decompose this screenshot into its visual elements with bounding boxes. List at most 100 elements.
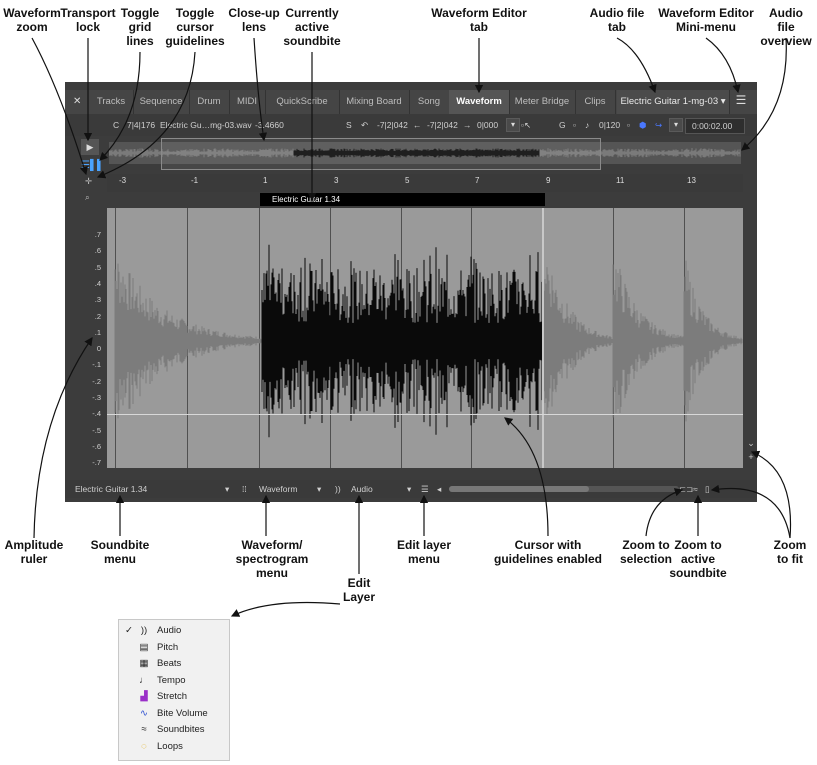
cursor-tool-icon[interactable]: ▫↖ xyxy=(521,120,532,130)
cursor-guidelines-toggle-icon[interactable]: ✛ xyxy=(85,176,93,186)
menu-item-label: Beats xyxy=(157,658,182,669)
chevron-down-icon[interactable]: ▾ xyxy=(407,484,412,494)
ruler-tick: 7 xyxy=(475,176,480,185)
callout-editor-tab: Waveform Editor tab xyxy=(431,6,527,34)
menu-item-pitch[interactable]: ▤ Pitch xyxy=(119,640,229,656)
tab-mixing-board[interactable]: Mixing Board xyxy=(339,90,410,114)
menu-item-tempo[interactable]: ♩ Tempo xyxy=(119,673,229,689)
grid-menu-icon[interactable]: ▾ xyxy=(669,118,683,132)
transport-lock-button[interactable]: ▶ xyxy=(81,139,99,155)
selection-start[interactable]: -7|2|042 xyxy=(377,120,408,130)
check-icon: ✓ xyxy=(125,625,133,636)
zoom-to-selection-icon[interactable]: ⊏⊐ xyxy=(679,484,694,494)
callout-closeup-lens: Close-up lens xyxy=(228,6,280,34)
zoom-out-icon[interactable]: ⌄ xyxy=(747,438,755,448)
beats-icon: ▦ xyxy=(139,658,149,669)
tab-quickscribe[interactable]: QuickScribe xyxy=(265,90,340,114)
waveform-view-icon: ⁞⁞ xyxy=(242,484,247,494)
callout-wave-spec-menu: Waveform/ spectrogram menu xyxy=(235,538,309,580)
audio-file-overview[interactable] xyxy=(108,142,741,164)
stretch-icon: ▟ xyxy=(140,691,148,702)
tab-waveform[interactable]: Waveform xyxy=(449,90,510,114)
amplitude-tick-label: -.5 xyxy=(92,425,101,435)
scroll-left-icon[interactable]: ◂ xyxy=(437,484,442,494)
zoom-to-active-soundbite-icon[interactable]: ≈ xyxy=(693,484,698,494)
tab-drum[interactable]: Drum xyxy=(189,90,230,114)
amplitude-tick-label: .1 xyxy=(94,327,101,337)
menu-item-stretch[interactable]: ▟ Stretch xyxy=(119,689,229,705)
menu-item-label: Loops xyxy=(157,741,183,752)
closeup-lens[interactable] xyxy=(161,138,601,170)
tab-bar: ✕ Tracks Sequence Drum MIDI QuickScribe … xyxy=(65,90,757,114)
mini-menu-icon[interactable]: ☰ xyxy=(735,93,747,107)
menu-item-beats[interactable]: ▦ Beats xyxy=(119,656,229,672)
ruler-tick: 9 xyxy=(546,176,551,185)
callout-edit-layer: Edit Layer xyxy=(342,576,376,604)
loop-icon[interactable]: ↪ xyxy=(655,120,663,130)
selection-end[interactable]: -7|2|042 xyxy=(427,120,458,130)
chevron-down-icon[interactable]: ▾ xyxy=(225,484,230,494)
tab-sequence[interactable]: Sequence xyxy=(133,90,190,114)
selection-length[interactable]: 0|000 xyxy=(477,120,499,130)
edit-layer-menu-icon[interactable]: ☰ xyxy=(421,484,429,494)
db-value[interactable]: -3.4660 xyxy=(255,120,284,130)
length-menu-icon[interactable]: ▾ xyxy=(506,118,520,132)
amplitude-tick-label: -.7 xyxy=(92,458,101,468)
grid-toggle-icon[interactable]: ▫ xyxy=(573,120,577,130)
toolbar: C 7|4|176 Electric Gu…mg-03.wav -3.4660 … xyxy=(65,114,757,136)
callout-zoom-selection: Zoom to selection xyxy=(619,538,673,566)
ruler-tick: 1 xyxy=(263,176,268,185)
chevron-down-icon[interactable]: ▾ xyxy=(317,484,322,494)
snap-toggle-icon[interactable]: ▫ xyxy=(627,120,631,130)
zoom-to-fit-icon[interactable]: ▯ xyxy=(705,484,710,494)
soundbite-menu[interactable]: Electric Guitar 1.34 xyxy=(75,484,148,494)
active-soundbite-bar[interactable]: Electric Guitar 1.34 xyxy=(260,193,545,206)
cursor-guideline-vertical xyxy=(542,208,544,468)
scrollbar-thumb[interactable] xyxy=(449,486,589,492)
waveform-spectrogram-menu[interactable]: Waveform xyxy=(259,484,298,494)
edit-layer-selector[interactable]: Audio xyxy=(351,484,373,494)
ruler-tick: 3 xyxy=(334,176,339,185)
menu-item-bite-volume[interactable]: ∿ Bite Volume xyxy=(119,706,229,722)
grid-lines-toggle-icon[interactable]: ☰▌▌ xyxy=(81,160,105,171)
undo-icon[interactable]: ↶ xyxy=(361,120,369,130)
menu-item-label: Audio xyxy=(157,625,182,636)
time-display[interactable]: 0:00:02.00 xyxy=(685,118,745,134)
time-ruler[interactable]: -3 -1 1 3 5 7 9 11 13 xyxy=(107,174,743,192)
tab-tracks[interactable]: Tracks xyxy=(89,90,134,114)
callout-cursor-guidelines: Cursor with guidelines enabled xyxy=(493,538,603,566)
menu-item-audio[interactable]: ✓ )) Audio xyxy=(119,623,229,639)
menu-item-soundbites[interactable]: ≈ Soundbites xyxy=(119,722,229,738)
counter-value[interactable]: 7|4|176 xyxy=(127,120,156,130)
callout-audio-file-tab: Audio file tab xyxy=(589,6,645,34)
ruler-tick: -1 xyxy=(191,176,199,185)
tab-song[interactable]: Song xyxy=(409,90,450,114)
audio-file-tab[interactable]: Electric Guitar 1-mg-03 ▾ xyxy=(617,90,730,114)
snap-mode-icon[interactable]: ⬢ xyxy=(639,120,647,130)
tab-meter-bridge[interactable]: Meter Bridge xyxy=(509,90,576,114)
grid-value[interactable]: 0|120 xyxy=(599,120,621,130)
amplitude-tick-label: .3 xyxy=(94,295,101,305)
edit-layer-dropdown: ✓ )) Audio ▤ Pitch ▦ Beats ♩ Tempo ▟ Str… xyxy=(118,619,230,761)
tab-midi[interactable]: MIDI xyxy=(229,90,266,114)
tab-clips[interactable]: Clips xyxy=(575,90,616,114)
waveform-area[interactable] xyxy=(107,208,743,468)
callout-soundbite-menu: Soundbite menu xyxy=(90,538,150,566)
amplitude-tick-label: .6 xyxy=(94,246,101,256)
waveform-zoom-icon[interactable]: ⌕ xyxy=(85,192,90,202)
callout-zoom-active: Zoom to active soundbite xyxy=(669,538,727,580)
counter-label: C xyxy=(113,120,120,130)
filename-field[interactable]: Electric Gu…mg-03.wav xyxy=(160,120,252,130)
menu-item-label: Stretch xyxy=(157,691,188,702)
audio-file-tab-label: Electric Guitar 1-mg-03 xyxy=(620,96,719,107)
menu-item-loops[interactable]: ◌ Loops xyxy=(119,739,229,755)
arrow-to-menu xyxy=(230,601,341,617)
arrow-left-icon: ← xyxy=(413,120,422,130)
amplitude-tick-label: -.3 xyxy=(92,393,101,402)
amplitude-tick-label: -.4 xyxy=(92,409,101,419)
close-icon[interactable]: ✕ xyxy=(73,96,82,107)
horizontal-scrollbar[interactable] xyxy=(449,486,679,492)
menu-item-label: Bite Volume xyxy=(157,708,208,719)
zoom-in-icon[interactable]: + xyxy=(748,452,754,462)
